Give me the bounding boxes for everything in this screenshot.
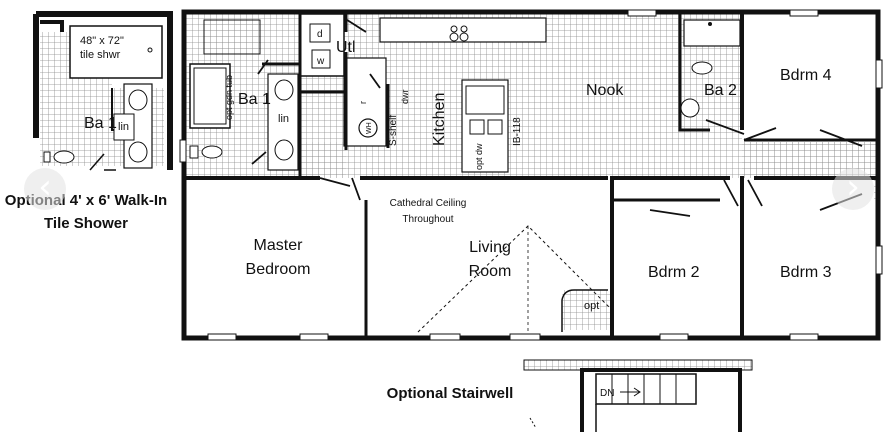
room-label-lin: lin	[278, 113, 289, 125]
room-label-ba2: Ba 2	[704, 82, 737, 99]
room-label-bdrm2: Bdrm 2	[648, 264, 700, 281]
fixture-label-tub: opt gdn tub	[224, 75, 234, 120]
inset-shower-size: 48" x 72"	[80, 35, 124, 47]
next-arrow-button[interactable]: ›	[832, 168, 874, 210]
room-label-kitchen: Kitchen	[431, 93, 448, 146]
fixture-label-s-shelf: S-shelf	[388, 115, 399, 146]
fixture-label-dryer: d	[317, 29, 323, 40]
chevron-left-icon: ‹	[38, 167, 52, 207]
optional-bath-inset	[33, 11, 173, 171]
fixture-label-wh: WH	[366, 122, 373, 134]
stairwell-caption: Optional Stairwell	[387, 385, 514, 402]
inset-caption-2: Tile Shower	[44, 215, 128, 232]
room-label-bdrm3: Bdrm 3	[780, 264, 832, 281]
room-label-master-2: Bedroom	[246, 261, 311, 278]
room-label-master-1: Master	[254, 237, 304, 254]
fixture-label-fireplace: opt	[584, 300, 599, 312]
ceiling-note-1: Cathedral Ceiling	[390, 198, 467, 209]
fixture-label-opt-dw: opt dw	[474, 143, 484, 170]
prev-arrow-button[interactable]: ‹	[24, 168, 66, 210]
room-label-nook: Nook	[586, 82, 624, 99]
inset-ba1: Ba 1	[84, 115, 117, 132]
ceiling-note-2: Throughout	[402, 214, 453, 225]
fixture-label-fridge: r	[358, 101, 368, 104]
windows	[179, 9, 883, 341]
room-label-utl: Utl	[336, 39, 356, 56]
room-label-ba1: Ba 1	[238, 91, 271, 108]
kitchen-counters	[343, 17, 547, 173]
room-label-living-1: Living	[469, 239, 511, 256]
fireplace-opt	[561, 289, 608, 332]
tile-shower-box	[69, 25, 163, 79]
stairwell-drawing	[523, 359, 753, 432]
room-label-living-2: Room	[469, 263, 512, 280]
fixture-label-washer: w	[316, 56, 325, 67]
stairwell-dn: DN	[600, 388, 614, 399]
room-label-bdrm4: Bdrm 4	[780, 67, 832, 84]
inset-lin: lin	[118, 121, 129, 133]
garden-tub	[189, 63, 231, 129]
inset-shower-type: tile shwr	[80, 49, 121, 61]
chevron-right-icon: ›	[846, 167, 860, 207]
fixture-label-ib: IB-118	[512, 117, 523, 146]
fixture-label-dw: dwr	[400, 89, 410, 104]
